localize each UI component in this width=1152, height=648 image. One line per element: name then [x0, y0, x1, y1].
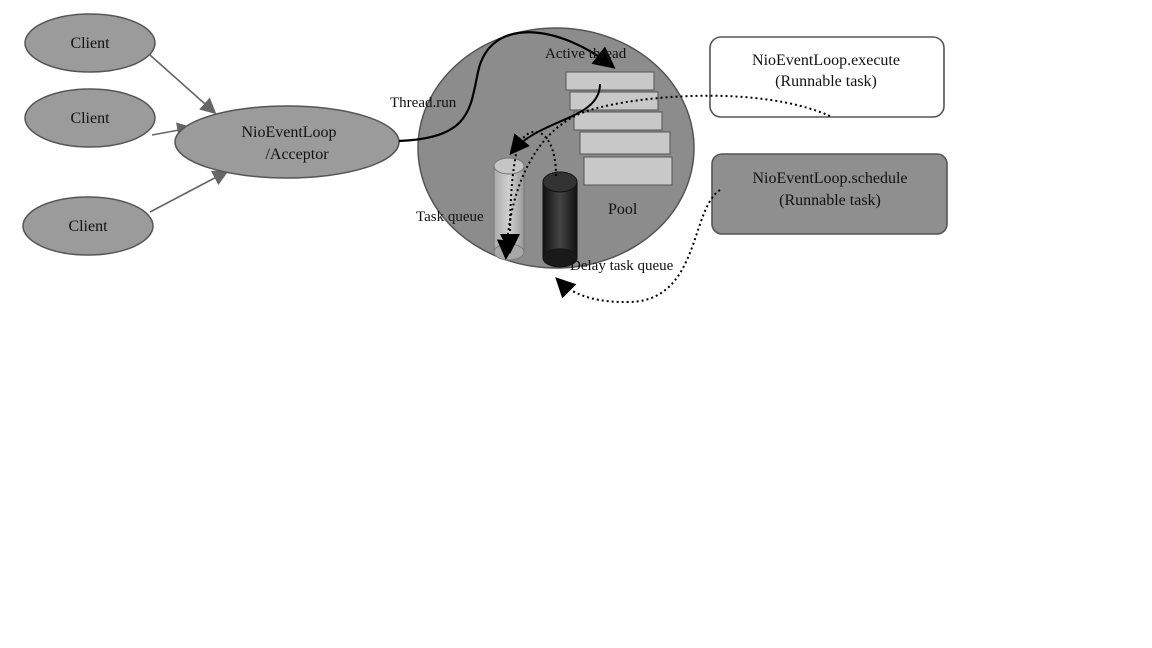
- thread-run-arrow: [398, 31, 616, 143]
- client-arrow-1: [149, 54, 217, 115]
- thread-pool: [565, 71, 673, 186]
- schedule-label-line1: NioEventLoop.schedule: [752, 170, 907, 187]
- pool-bar: [573, 111, 663, 131]
- thread-to-taskqueue-arrow: [509, 83, 601, 156]
- execute-label-line2: (Runnable task): [775, 73, 877, 90]
- delay-queue-cylinder: [542, 171, 578, 268]
- pool-bar: [565, 71, 655, 91]
- task-queue-cylinder: [493, 157, 525, 261]
- pool-bar: [569, 91, 659, 111]
- execute-box: NioEventLoop.execute (Runnable task): [709, 36, 945, 118]
- execute-label-line1: NioEventLoop.execute: [752, 52, 900, 69]
- dotted-taskqueue-loop: [500, 130, 557, 254]
- schedule-label-line2: (Runnable task): [779, 192, 881, 209]
- acceptor-label-line1: NioEventLoop: [241, 124, 336, 141]
- pool-bar: [579, 131, 671, 155]
- schedule-box: NioEventLoop.schedule (Runnable task): [711, 153, 948, 235]
- client-node-3: Client: [22, 196, 154, 256]
- client-label: Client: [70, 110, 110, 127]
- thread-run-label: Thread.run: [390, 95, 457, 111]
- client-label: Client: [68, 218, 108, 235]
- pool-label: Pool: [608, 201, 638, 218]
- pool-bar: [583, 156, 673, 186]
- acceptor-label-line2: /Acceptor: [265, 146, 329, 163]
- schedule-to-delayqueue-arrow: [555, 189, 721, 304]
- client-node-1: Client: [24, 13, 156, 73]
- task-queue-label: Task queue: [416, 209, 484, 225]
- client-label: Client: [70, 35, 110, 52]
- client-arrow-3: [149, 170, 229, 213]
- active-thread-label: Active thread: [545, 46, 627, 62]
- client-node-2: Client: [24, 88, 156, 148]
- acceptor-node: NioEventLoop /Acceptor: [174, 105, 400, 179]
- delay-queue-label: Delay task queue: [570, 258, 674, 274]
